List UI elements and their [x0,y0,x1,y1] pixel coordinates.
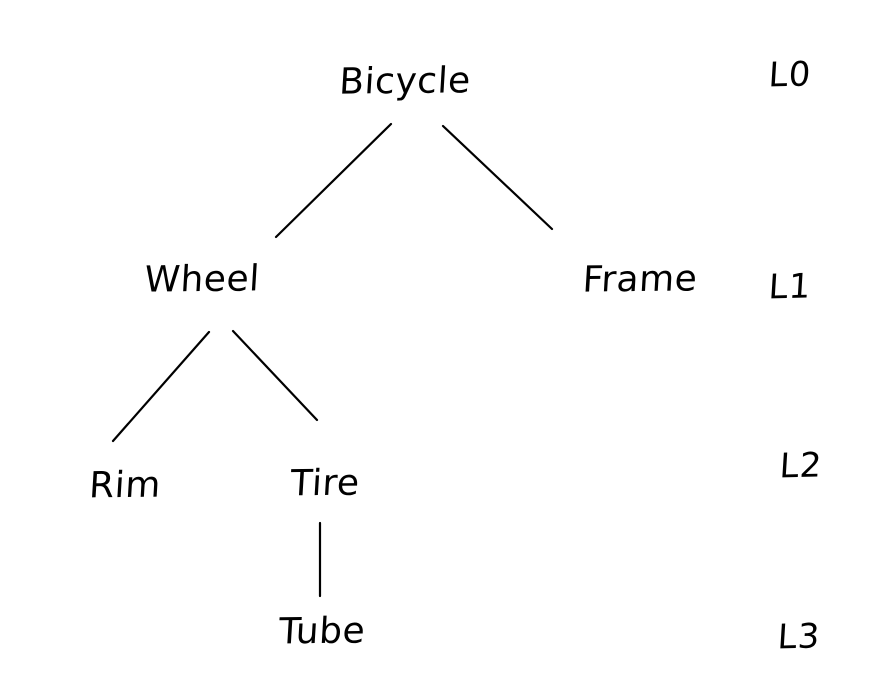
node-tube[interactable]: Tube [277,610,367,653]
level-label-l0: L0 [767,54,813,96]
level-label-text-l2: L2 [778,445,824,487]
edge-wheel-to-rim [111,330,211,443]
level-label-l1: L1 [767,266,813,308]
node-bicycle[interactable]: Bicycle [338,60,472,103]
node-frame[interactable]: Frame [581,258,699,301]
node-rim[interactable]: Rim [87,464,163,507]
node-label-bicycle: Bicycle [338,60,472,103]
node-label-frame: Frame [581,258,699,301]
edge-wheel-to-tire [231,329,319,422]
edge-bicycle-to-wheel [274,122,393,239]
node-wheel[interactable]: Wheel [143,258,261,301]
level-label-l2: L2 [778,445,824,487]
node-label-rim: Rim [87,464,163,507]
node-tire[interactable]: Tire [289,462,361,505]
level-label-text-l3: L3 [776,616,822,658]
level-label-text-l1: L1 [767,266,813,308]
edge-bicycle-to-frame [441,124,554,231]
node-label-wheel: Wheel [143,258,261,301]
node-label-tube: Tube [277,610,367,653]
level-label-text-l0: L0 [767,54,813,96]
node-label-tire: Tire [289,462,361,505]
level-label-l3: L3 [776,616,822,658]
